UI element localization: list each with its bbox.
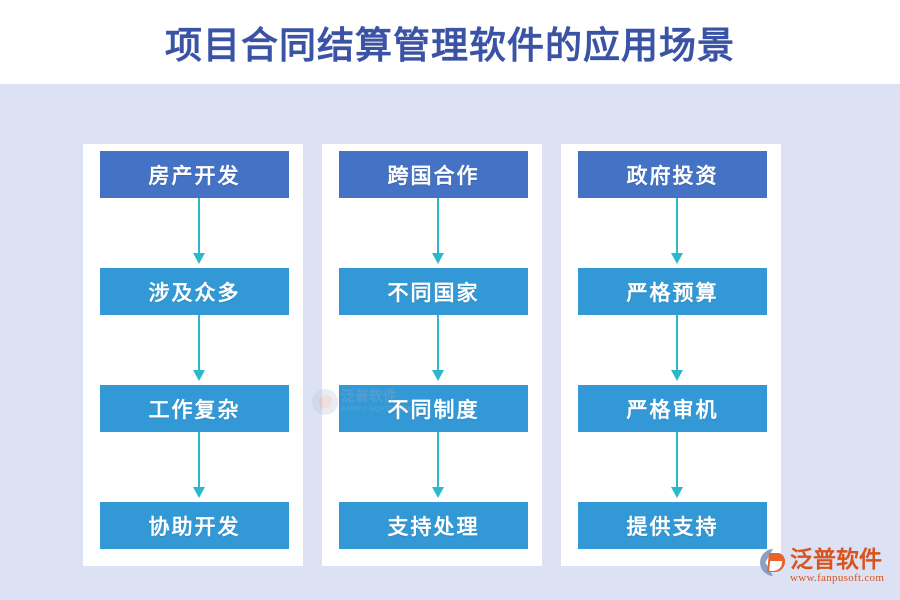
- arrow-head-icon: [432, 253, 444, 264]
- arrow-head-icon: [193, 253, 205, 264]
- arrow-head-icon: [671, 370, 683, 381]
- flow-arrow-1-1: [193, 198, 205, 268]
- arrow-shaft: [676, 198, 678, 260]
- arrow-head-icon: [193, 487, 205, 498]
- flow-node-1-1[interactable]: 房产开发: [100, 151, 289, 198]
- brand-texts: 泛普软件 www.fanpusoft.com: [790, 548, 884, 584]
- flow-column-2: 跨国合作 不同国家 不同制度 支持处理: [322, 144, 542, 566]
- flow-arrow-2-2: [432, 315, 444, 385]
- flow-arrow-1-3: [193, 432, 205, 502]
- flow-arrow-3-1: [671, 198, 683, 268]
- flow-node-3-3[interactable]: 严格审机: [578, 385, 767, 432]
- arrow-shaft: [198, 432, 200, 494]
- flow-node-3-1[interactable]: 政府投资: [578, 151, 767, 198]
- page-title: 项目合同结算管理软件的应用场景: [165, 26, 735, 67]
- arrow-head-icon: [193, 370, 205, 381]
- brand-website-url: www.fanpusoft.com: [790, 572, 885, 584]
- arrow-shaft: [437, 432, 439, 494]
- flow-node-1-3[interactable]: 工作复杂: [100, 385, 289, 432]
- brand-logo: 泛普软件 www.fanpusoft.com: [760, 548, 892, 594]
- flow-node-2-4[interactable]: 支持处理: [339, 502, 528, 549]
- arrow-shaft: [676, 432, 678, 494]
- flow-arrow-2-3: [432, 432, 444, 502]
- fanpu-logo-icon: [760, 549, 787, 576]
- flow-board: 房产开发 涉及众多 工作复杂 协助开发 跨国合作 不同国家 不同制度: [0, 84, 900, 600]
- arrow-head-icon: [432, 487, 444, 498]
- flow-node-2-1[interactable]: 跨国合作: [339, 151, 528, 198]
- flow-arrow-2-1: [432, 198, 444, 268]
- flow-arrow-1-2: [193, 315, 205, 385]
- flow-column-3: 政府投资 严格预算 严格审机 提供支持: [561, 144, 781, 566]
- arrow-shaft: [676, 315, 678, 377]
- arrow-head-icon: [671, 253, 683, 264]
- logo-swoosh-shape: [767, 553, 786, 572]
- brand-name-cn: 泛普软件: [790, 547, 882, 572]
- arrow-head-icon: [432, 370, 444, 381]
- arrow-head-icon: [671, 487, 683, 498]
- flow-arrow-3-3: [671, 432, 683, 502]
- arrow-shaft: [198, 315, 200, 377]
- title-band: 项目合同结算管理软件的应用场景: [0, 0, 900, 84]
- flow-node-2-2[interactable]: 不同国家: [339, 268, 528, 315]
- arrow-shaft: [437, 315, 439, 377]
- flow-node-2-3[interactable]: 不同制度: [339, 385, 528, 432]
- flow-node-1-4[interactable]: 协助开发: [100, 502, 289, 549]
- flow-node-3-2[interactable]: 严格预算: [578, 268, 767, 315]
- flow-arrow-3-2: [671, 315, 683, 385]
- arrow-shaft: [437, 198, 439, 260]
- flow-node-3-4[interactable]: 提供支持: [578, 502, 767, 549]
- flow-column-1: 房产开发 涉及众多 工作复杂 协助开发: [83, 144, 303, 566]
- arrow-shaft: [198, 198, 200, 260]
- flow-node-1-2[interactable]: 涉及众多: [100, 268, 289, 315]
